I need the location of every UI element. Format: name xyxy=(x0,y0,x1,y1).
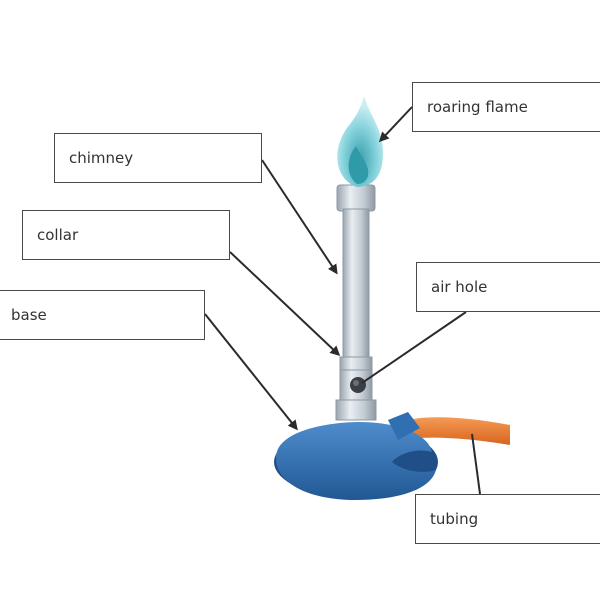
pointer-roaring-flame xyxy=(378,106,413,143)
pointer-collar xyxy=(229,251,341,357)
leader-lines xyxy=(204,106,481,495)
air-hole xyxy=(350,377,366,393)
label-base: base xyxy=(0,290,205,340)
pointer-tubing xyxy=(471,433,481,495)
label-tubing: tubing xyxy=(415,494,600,544)
label-air-hole: air hole xyxy=(416,262,600,312)
roaring-flame-shape xyxy=(337,96,384,187)
pointer-base xyxy=(204,313,298,431)
pointer-air-hole xyxy=(361,311,467,384)
pointer-chimney xyxy=(261,159,338,275)
label-collar-text: collar xyxy=(37,226,79,244)
label-base-text: base xyxy=(11,306,47,324)
label-collar: collar xyxy=(22,210,230,260)
burner-chimney xyxy=(335,184,377,421)
label-roaring-flame: roaring flame xyxy=(412,82,600,132)
burner-base xyxy=(274,412,438,500)
label-tubing-text: tubing xyxy=(430,510,479,528)
tubing-hose xyxy=(392,417,510,445)
label-chimney-text: chimney xyxy=(69,149,134,167)
label-chimney: chimney xyxy=(54,133,262,183)
label-air-hole-text: air hole xyxy=(431,278,488,296)
label-roaring-flame-text: roaring flame xyxy=(427,98,528,116)
